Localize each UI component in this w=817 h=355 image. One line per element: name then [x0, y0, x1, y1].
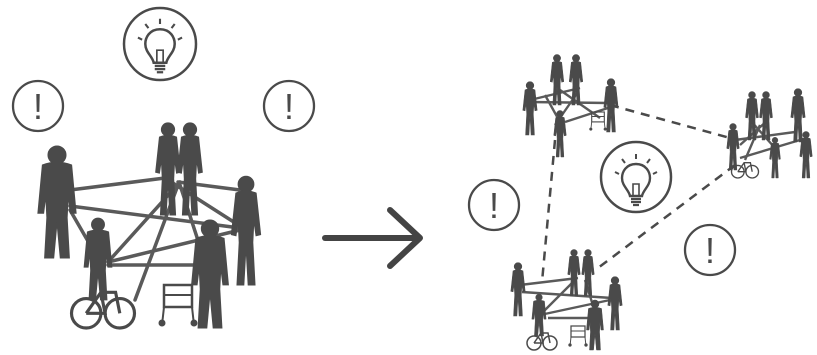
cyclist-silhouette — [72, 218, 135, 328]
problem-badge: ! — [685, 225, 735, 275]
cluster-top — [523, 55, 618, 157]
right-arrow-icon — [325, 210, 420, 266]
person-silhouette — [523, 82, 537, 135]
person-silhouette — [511, 263, 525, 316]
problem-badge: ! — [13, 81, 63, 131]
idea-badge-right — [601, 142, 671, 212]
exclamation-icon: ! — [33, 86, 43, 127]
problem-badge: ! — [469, 180, 519, 230]
person-silhouette — [231, 176, 260, 285]
person-silhouette — [727, 123, 739, 170]
person-silhouette — [156, 123, 181, 215]
problem-badge: ! — [264, 81, 314, 131]
cluster-bottom — [511, 249, 622, 350]
person-silhouette — [608, 277, 622, 330]
person-silhouette — [770, 137, 781, 178]
person-silhouette — [550, 55, 564, 105]
left-network — [38, 123, 261, 328]
person-silhouette — [604, 79, 618, 132]
cluster-right — [727, 89, 812, 178]
idea-badge-left — [124, 8, 196, 80]
person-silhouette — [554, 110, 566, 157]
person-silhouette — [38, 146, 76, 258]
person-silhouette — [800, 131, 812, 178]
exclamation-icon: ! — [489, 185, 499, 226]
person-silhouette — [568, 249, 580, 296]
walker-silhouette — [589, 112, 606, 130]
exclamation-icon: ! — [284, 86, 294, 127]
exclamation-icon: ! — [705, 230, 715, 271]
walker-silhouette — [159, 220, 228, 328]
